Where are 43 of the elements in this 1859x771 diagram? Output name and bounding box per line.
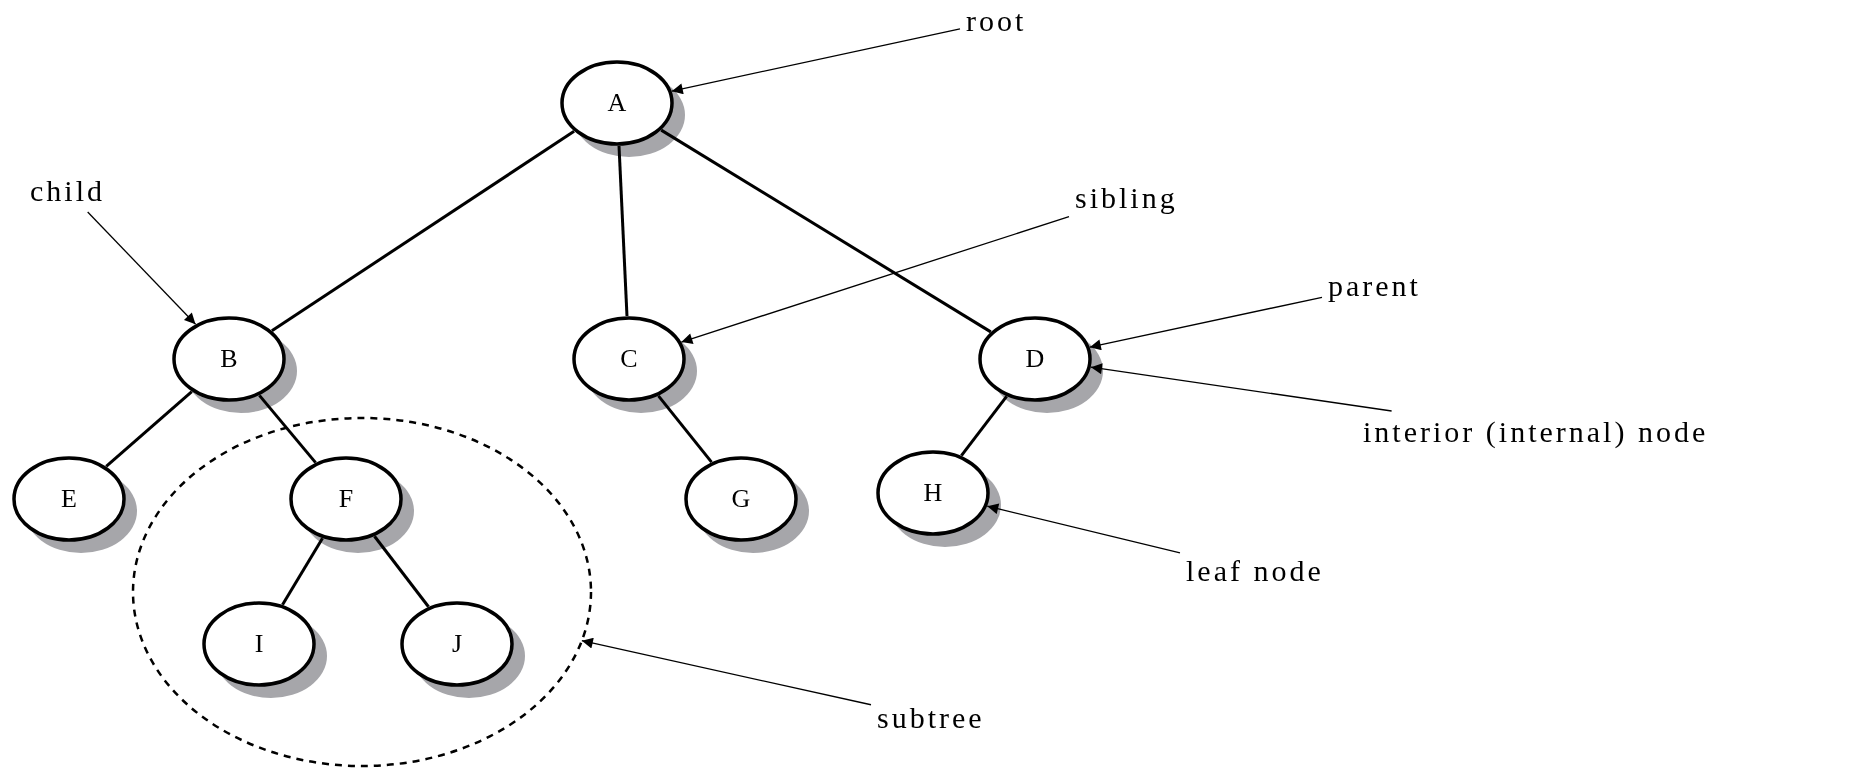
tree-node	[560, 60, 686, 158]
leader-arrow	[87, 211, 197, 325]
leader-arrow	[986, 503, 1181, 554]
node-letter: J	[450, 629, 464, 659]
leader-arrow	[581, 637, 872, 706]
node-letter: B	[219, 344, 239, 374]
leader-label: sibling	[1075, 181, 1178, 215]
leader-label: root	[966, 4, 1027, 38]
leader-arrow	[671, 28, 961, 95]
node-letter: G	[730, 484, 752, 514]
node-letter: I	[253, 629, 265, 659]
tree-node	[172, 316, 298, 414]
tree-edge	[617, 145, 629, 317]
tree-node	[978, 316, 1104, 414]
tree-edge	[657, 394, 713, 464]
leader-arrow	[1089, 296, 1323, 351]
tree-node	[289, 456, 415, 554]
tree-node	[202, 601, 328, 699]
tree-edge	[373, 535, 430, 608]
node-letter: E	[60, 484, 78, 514]
tree-edge	[258, 394, 317, 464]
leader-label: child	[30, 174, 105, 208]
leader-label: parent	[1328, 269, 1421, 303]
tree-edge	[660, 128, 992, 334]
tree-edge	[281, 537, 324, 606]
node-letter: A	[606, 88, 628, 118]
leader-arrow	[1090, 363, 1393, 412]
leader-label: subtree	[877, 701, 985, 735]
leader-label: leaf node	[1186, 554, 1324, 588]
tree-edge	[105, 390, 193, 468]
leader-arrow	[680, 215, 1070, 344]
tree-edge	[271, 130, 575, 332]
tree-node	[684, 456, 810, 554]
tree-node	[400, 601, 526, 699]
node-letter: F	[337, 484, 355, 514]
tree-edge	[960, 395, 1008, 457]
node-letter: H	[922, 478, 944, 508]
node-letter: D	[1024, 344, 1046, 374]
node-letter: C	[619, 344, 639, 374]
leader-label: interior (internal) node	[1363, 415, 1709, 449]
tree-node	[876, 450, 1002, 548]
tree-node	[12, 456, 138, 554]
tree-node	[572, 316, 698, 414]
